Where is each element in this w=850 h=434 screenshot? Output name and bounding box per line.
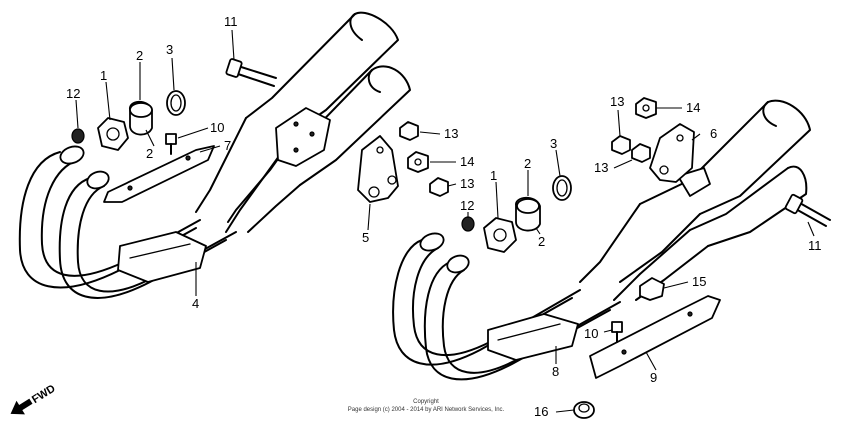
label-11-right: 11 (808, 238, 822, 253)
callout-labels: 11 2 3 1 12 10 2 7 4 13 14 13 5 2 3 1 12… (66, 14, 822, 419)
fwd-arrow: FWD (10, 383, 58, 415)
right-gasket-3[interactable] (552, 175, 572, 201)
leader-lines (75, 29, 815, 413)
cap-16[interactable] (573, 401, 595, 419)
label-14-mid: 14 (460, 154, 474, 169)
left-muffler-assembly[interactable] (18, 11, 411, 299)
label-7: 7 (224, 138, 231, 153)
label-4: 4 (192, 296, 199, 311)
label-15: 15 (692, 274, 706, 289)
label-1-right: 1 (490, 168, 497, 183)
copyright-line-2: Page design (c) 2004 - 2014 by ARI Netwo… (348, 407, 505, 413)
left-nut-12[interactable] (71, 128, 85, 144)
nut-13-right-top[interactable] (611, 135, 631, 155)
right-bolt-11[interactable] (784, 193, 831, 227)
label-10-right: 10 (584, 326, 598, 341)
label-3-right: 3 (550, 136, 557, 151)
left-bolt-11[interactable] (225, 58, 277, 87)
right-heat-shield-9[interactable] (589, 295, 721, 379)
right-bolt-10[interactable] (611, 321, 623, 343)
nut-13-right-low[interactable] (631, 143, 651, 163)
label-13-right-top: 13 (610, 94, 624, 109)
label-10-left: 10 (210, 120, 224, 135)
label-12-right: 12 (460, 198, 474, 213)
label-1-left: 1 (100, 68, 107, 83)
copyright-line-1: Copyright (413, 399, 439, 405)
left-joint-collar-2[interactable] (129, 100, 153, 136)
right-exhaust-nut-1[interactable] (483, 217, 517, 253)
label-2-top: 2 (136, 48, 143, 63)
label-2-right-top: 2 (524, 156, 531, 171)
label-11-left: 11 (224, 14, 238, 29)
label-9: 9 (650, 370, 657, 385)
right-joint-collar-2[interactable] (515, 196, 541, 232)
washer-14-mid[interactable] (407, 151, 429, 173)
clip-15[interactable] (639, 277, 665, 301)
left-gasket-3[interactable] (166, 90, 186, 116)
right-muffler-assembly[interactable] (392, 99, 811, 381)
label-3-left: 3 (166, 42, 173, 57)
fwd-arrow-icon (10, 398, 33, 415)
label-16: 16 (534, 404, 548, 419)
label-13-mid-top: 13 (444, 126, 458, 141)
bracket-6[interactable] (649, 123, 695, 183)
label-12-left: 12 (66, 86, 80, 101)
left-bolt-10[interactable] (165, 133, 177, 155)
left-exhaust-nut-1[interactable] (97, 117, 129, 151)
label-13-mid-low: 13 (460, 176, 474, 191)
label-14-right: 14 (686, 100, 700, 115)
washer-14-right[interactable] (635, 97, 657, 119)
label-13-right-low: 13 (594, 160, 608, 175)
right-nut-12[interactable] (461, 216, 475, 232)
label-6: 6 (710, 126, 717, 141)
label-2-right-low: 2 (538, 234, 545, 249)
nut-13-mid-low[interactable] (429, 177, 449, 197)
nut-13-mid-top[interactable] (399, 121, 419, 141)
label-8: 8 (552, 364, 559, 379)
fwd-label: FWD (30, 383, 58, 406)
label-5: 5 (362, 230, 369, 245)
bracket-5[interactable] (357, 135, 399, 203)
label-2-left-low: 2 (146, 146, 153, 161)
